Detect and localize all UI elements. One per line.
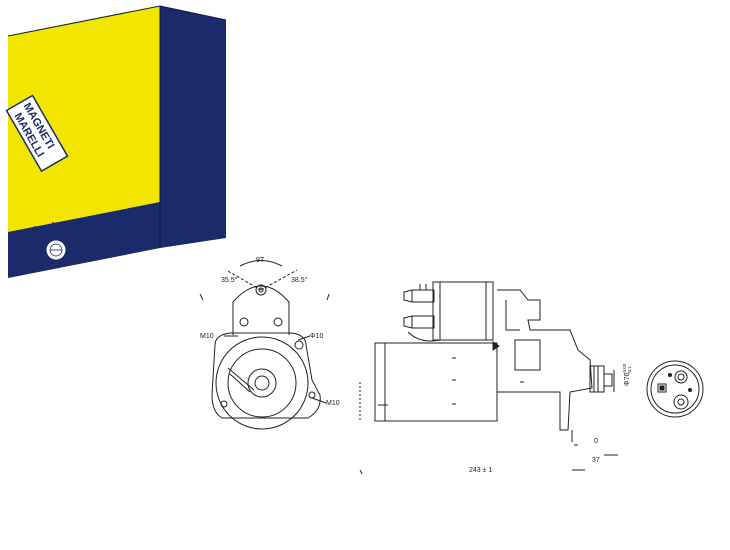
front-view-drawing bbox=[199, 260, 330, 430]
overall-length-label: 243 ± 1 bbox=[469, 467, 492, 474]
thread-bottom-label: M10 bbox=[326, 400, 340, 407]
side-view-labels: Φ76 -0.03 -0.1 0 37 243 ± 1 bbox=[469, 363, 632, 474]
angle-top-label: 9T bbox=[256, 257, 265, 264]
thread-left-label: M10 bbox=[200, 333, 214, 340]
box-side-face bbox=[160, 6, 226, 248]
diameter-tolerance-lower: -0.1 bbox=[627, 366, 632, 374]
box-front-band bbox=[8, 202, 160, 278]
quality-seal-icon bbox=[45, 239, 67, 261]
angle-left-label: 35.5° bbox=[221, 276, 238, 284]
side-view-drawing bbox=[359, 281, 618, 475]
diameter-right-label: Φ10 bbox=[310, 333, 323, 340]
diameter-tolerance-upper: -0.03 bbox=[622, 363, 627, 374]
product-box: MAGNETI MARELLI eQual eQual eQual bbox=[5, 5, 227, 278]
angle-right-label: 38.5° bbox=[291, 276, 308, 284]
end-view-drawing bbox=[646, 360, 704, 418]
offset-37-label: 37 bbox=[592, 457, 600, 464]
front-view-labels: 9T 35.5° 38.5° M10 Φ10 M10 bbox=[200, 257, 340, 407]
offset-zero-label: 0 bbox=[594, 438, 598, 445]
diameter-label: Φ76 bbox=[624, 373, 631, 386]
